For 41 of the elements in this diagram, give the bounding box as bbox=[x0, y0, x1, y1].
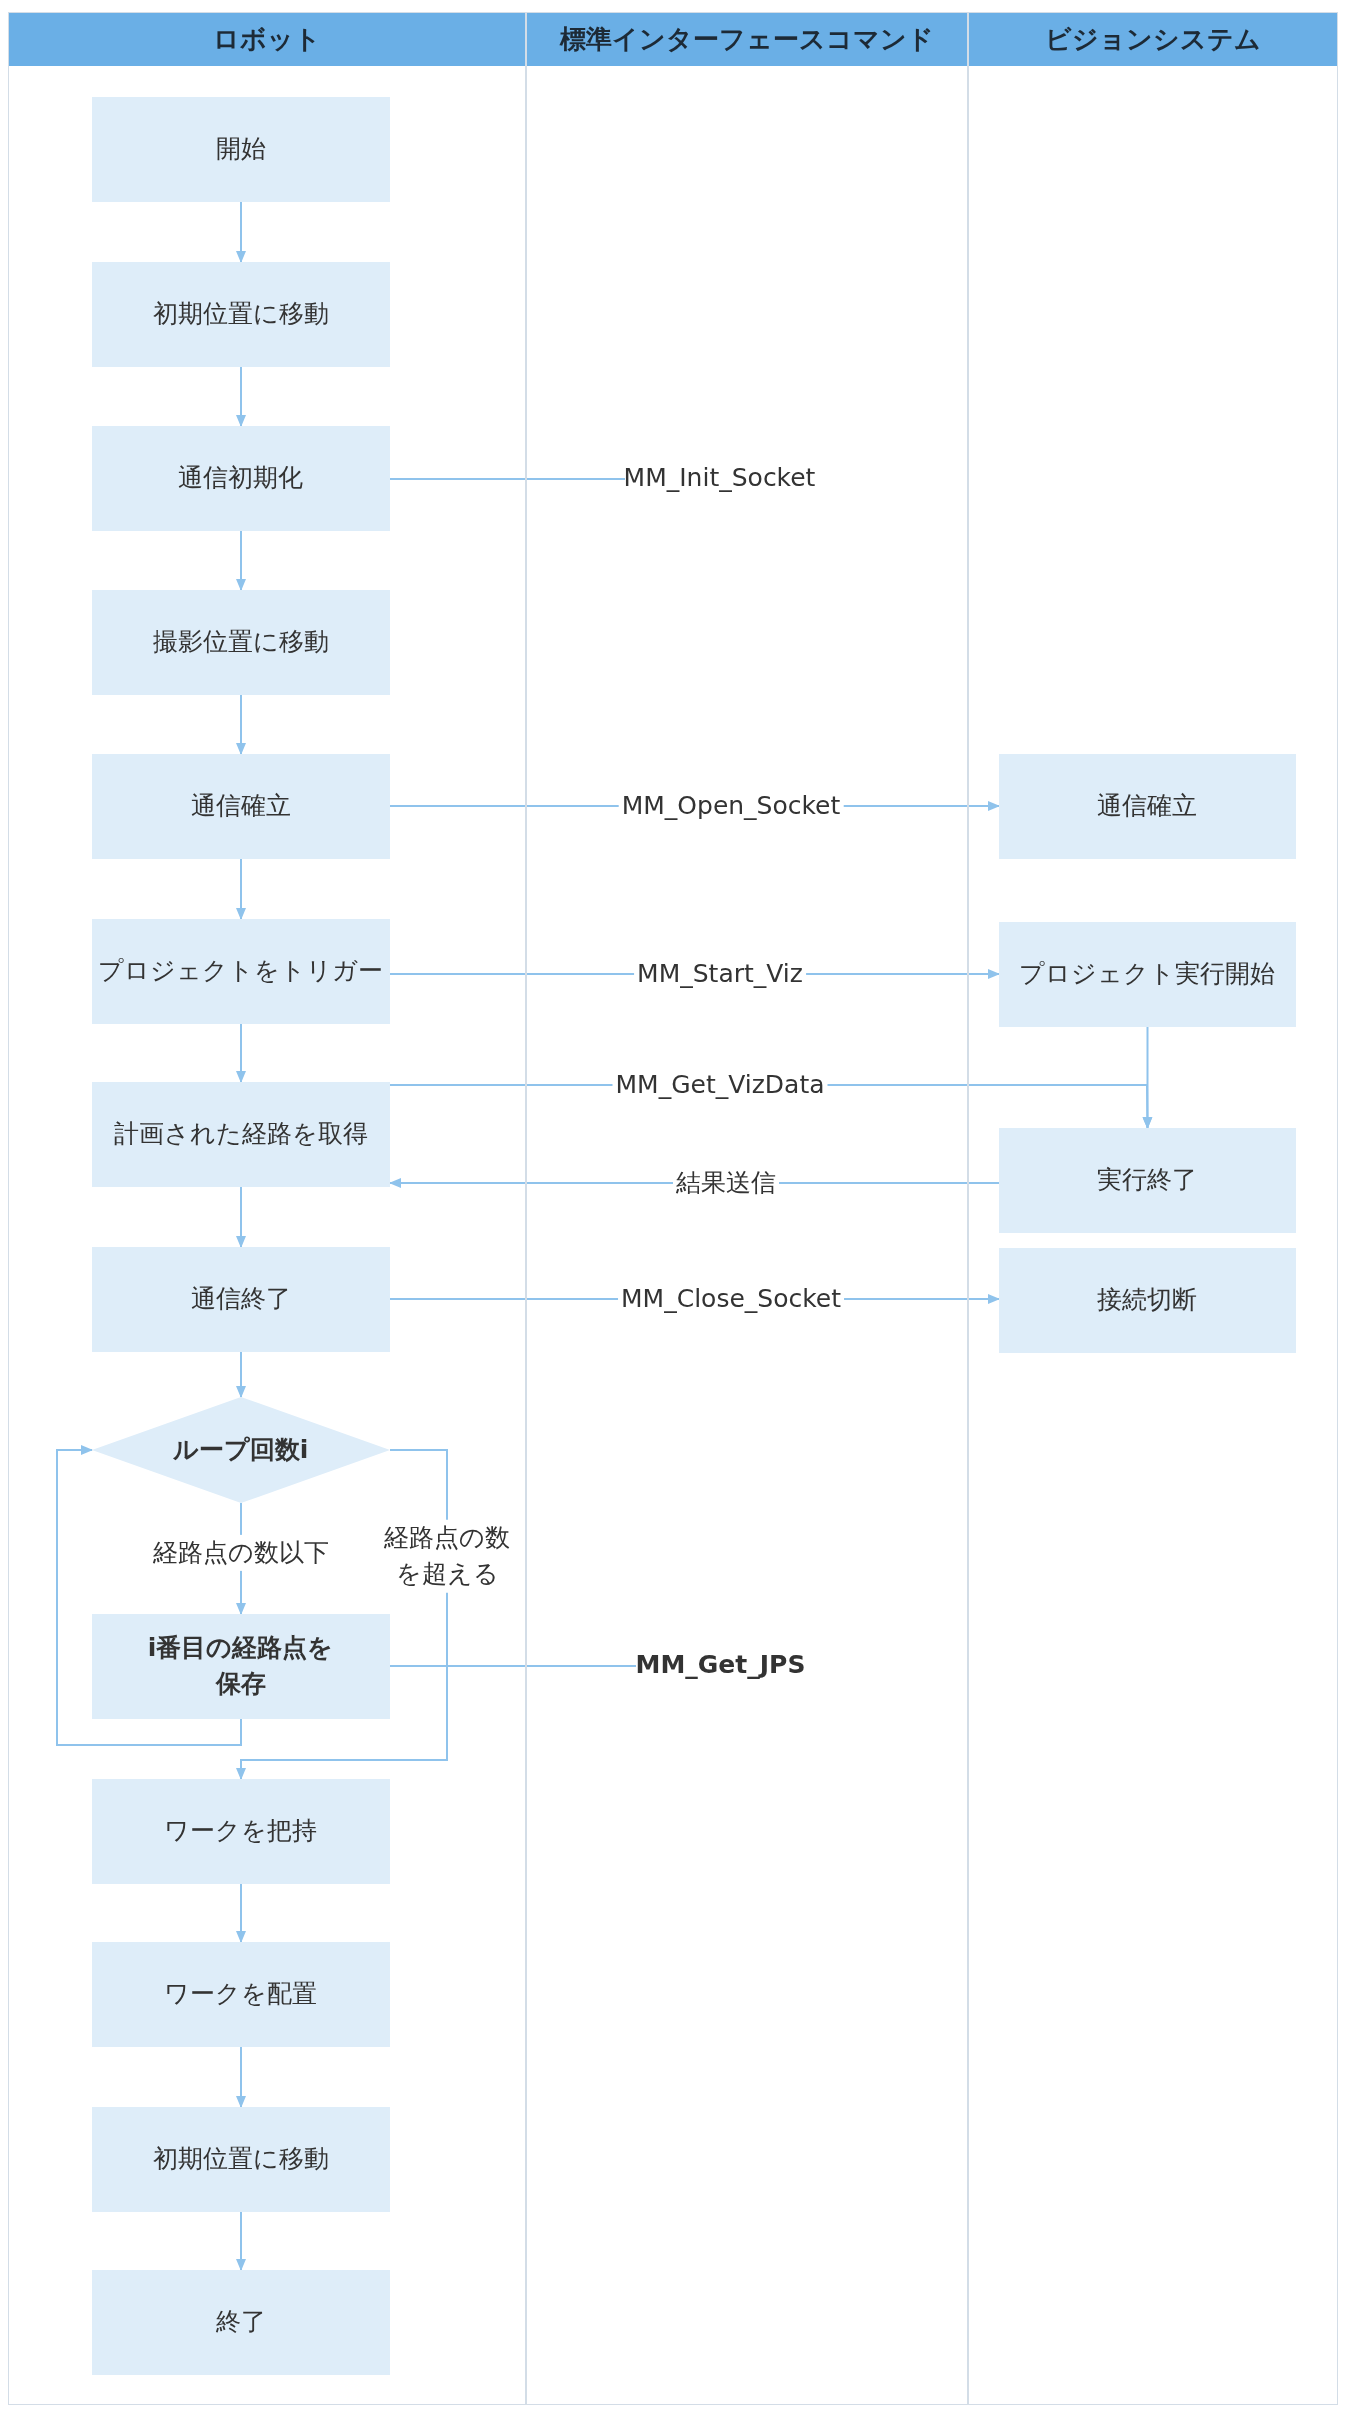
command-label: MM_Init_Socket bbox=[624, 459, 815, 496]
arrow bbox=[236, 694, 246, 755]
process-box: 開始 bbox=[91, 96, 390, 202]
process-box: 通信初期化 bbox=[91, 425, 390, 531]
swimlane bbox=[526, 12, 968, 2405]
process-box: 通信終了 bbox=[91, 1246, 390, 1352]
arrow bbox=[236, 530, 246, 591]
arrow bbox=[236, 201, 246, 263]
connector-line bbox=[389, 478, 626, 480]
process-box: 初期位置に移動 bbox=[91, 261, 390, 367]
arrow bbox=[236, 1883, 246, 1943]
arrow bbox=[236, 1186, 246, 1248]
arrow bbox=[236, 2046, 246, 2108]
command-label: MM_Get_JPS bbox=[635, 1645, 806, 1684]
process-box: ワークを把持 bbox=[91, 1778, 390, 1884]
lane-header: ビジョンシステム bbox=[969, 13, 1337, 66]
arrow bbox=[236, 366, 246, 427]
arrow bbox=[56, 1445, 242, 1746]
swimlane bbox=[8, 12, 526, 2405]
process-box: 接続切断 bbox=[998, 1247, 1296, 1353]
lane-header: ロボット bbox=[9, 13, 525, 66]
process-box: 計画された経路を取得 bbox=[91, 1081, 390, 1187]
process-box: 実行終了 bbox=[998, 1127, 1296, 1233]
arrow bbox=[236, 1023, 246, 1083]
process-box: 通信確立 bbox=[91, 753, 390, 859]
arrow bbox=[236, 858, 246, 920]
process-box: 通信確立 bbox=[998, 753, 1296, 859]
lane-header: 標準インターフェースコマンド bbox=[527, 13, 967, 66]
arrow bbox=[236, 2211, 246, 2271]
arrow bbox=[1142, 1026, 1153, 1129]
process-box: ワークを配置 bbox=[91, 1941, 390, 2047]
process-box: i番目の経路点を保存 bbox=[91, 1613, 390, 1719]
process-box: 終了 bbox=[91, 2269, 390, 2375]
process-box: プロジェクト実行開始 bbox=[998, 921, 1296, 1027]
connector-line bbox=[389, 1665, 637, 1667]
swimlane bbox=[968, 12, 1338, 2405]
process-box: 撮影位置に移動 bbox=[91, 589, 390, 695]
arrow bbox=[236, 1351, 246, 1398]
decision-diamond: ループ回数i bbox=[91, 1396, 390, 1503]
process-box: プロジェクトをトリガー bbox=[91, 918, 390, 1024]
process-box: 初期位置に移動 bbox=[91, 2106, 390, 2212]
